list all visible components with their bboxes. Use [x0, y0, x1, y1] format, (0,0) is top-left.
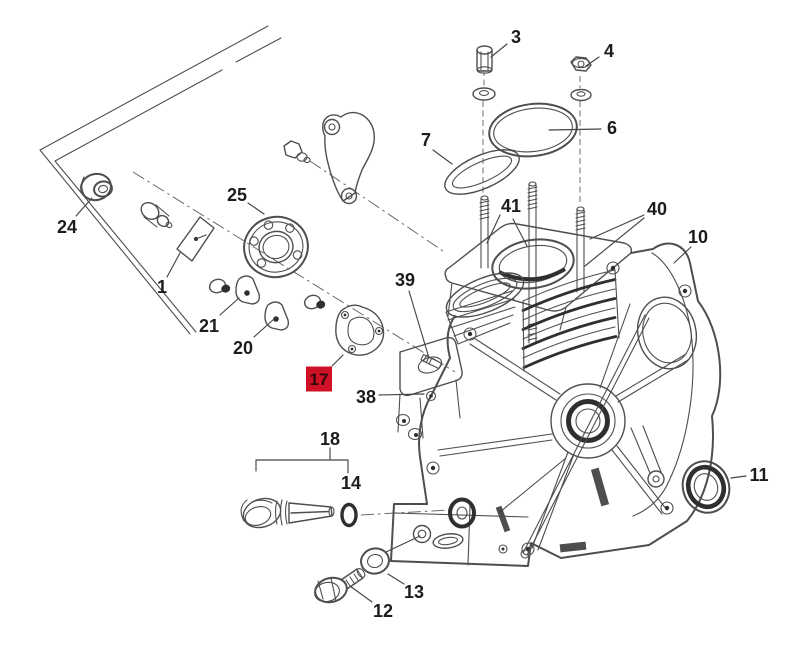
callout-39[interactable]: 39 — [395, 270, 430, 359]
bolt-bosses — [426, 261, 692, 556]
callout-label: 1 — [157, 277, 167, 297]
callout-label: 7 — [421, 130, 431, 150]
callout-label: 17 — [310, 370, 329, 389]
part-dipstick-18 — [240, 497, 335, 529]
callout-label: 20 — [233, 338, 253, 358]
part-plate-1 — [176, 216, 215, 262]
part-oring-6 — [488, 102, 578, 158]
callout-41[interactable]: 41 — [486, 196, 528, 247]
callout-leader — [378, 393, 425, 396]
part-clamp-21 — [235, 275, 261, 305]
callout-leader — [585, 56, 600, 67]
callout-24[interactable]: 24 — [57, 197, 93, 237]
callout-label: 25 — [227, 185, 247, 205]
callout-leader — [589, 214, 645, 240]
part-bolt-38 — [425, 390, 437, 402]
part-gasket-7 — [444, 149, 520, 195]
part-gasket-17 — [335, 304, 385, 356]
callout-leader — [166, 252, 181, 278]
callout-18[interactable]: 18 — [255, 429, 349, 474]
part-intake-flange — [445, 272, 525, 345]
callout-12[interactable]: 12 — [349, 585, 393, 621]
callout-17[interactable]: 17 — [306, 354, 344, 392]
callout-label: 3 — [511, 27, 521, 47]
highlight-box — [306, 366, 332, 392]
callout-leader — [432, 149, 453, 165]
callout-6[interactable]: 6 — [548, 118, 617, 138]
part-bracket-cluster — [395, 336, 463, 441]
callout-label: 18 — [320, 429, 340, 449]
callout-label: 14 — [341, 473, 361, 493]
callout-leader — [331, 354, 344, 367]
callout-label: 12 — [373, 601, 393, 621]
phantom-lines — [39, 25, 282, 335]
callout-label: 4 — [604, 41, 614, 61]
callout-label: 6 — [607, 118, 617, 138]
callout-40[interactable]: 40 — [584, 199, 667, 267]
callout-leader — [584, 217, 645, 267]
part-nut-4 — [570, 56, 592, 204]
callout-10[interactable]: 10 — [673, 227, 708, 264]
part-studs — [479, 181, 586, 344]
callout-label: 21 — [199, 316, 219, 336]
callout-leader — [486, 214, 501, 244]
callout-14[interactable]: 14 — [341, 473, 361, 493]
part-cap-nut-3 — [472, 45, 496, 195]
part-bolt-a — [208, 278, 231, 294]
callout-20[interactable]: 20 — [233, 318, 275, 358]
part-cylinder-top — [444, 222, 633, 331]
callout-label: 41 — [501, 196, 521, 216]
part-cover-bolt — [283, 140, 311, 164]
callout-7[interactable]: 7 — [421, 130, 453, 165]
callout-label: 38 — [356, 387, 376, 407]
callout-leader — [219, 297, 240, 316]
part-seal-11 — [681, 460, 731, 514]
part-breather-cover — [322, 111, 376, 205]
part-cooling-fins — [521, 269, 620, 372]
callout-leader — [75, 197, 93, 217]
part-fitting-bolt — [140, 201, 173, 229]
part-bolt-b — [303, 294, 326, 310]
callout-25[interactable]: 25 — [227, 185, 265, 215]
callout-leader — [490, 43, 508, 58]
callout-leader — [548, 128, 602, 131]
callout-layer: 3 4 6 7 24 25 1 21 20 17 38 39 41 40 10 11 18 14 13 12 — [57, 27, 769, 621]
callout-3[interactable]: 3 — [490, 27, 521, 58]
washer-axis-line — [385, 535, 421, 553]
callout-leader — [673, 246, 692, 264]
part-bushing-24 — [80, 172, 113, 202]
part-bearing-25 — [243, 215, 309, 279]
part-clamp-20 — [264, 301, 290, 331]
part-crankcase-10 — [390, 242, 722, 567]
centerlines — [132, 160, 456, 516]
callout-11[interactable]: 11 — [730, 465, 769, 485]
callout-leader — [247, 202, 265, 215]
callout-21[interactable]: 21 — [199, 297, 240, 336]
part-washer-13 — [360, 547, 390, 575]
callout-label: 13 — [404, 582, 424, 602]
callout-leader — [349, 585, 373, 603]
callout-leader — [253, 318, 275, 338]
callout-38[interactable]: 38 — [356, 387, 425, 407]
callout-leader — [408, 290, 430, 359]
callout-label: 10 — [688, 227, 708, 247]
callout-leader — [387, 573, 405, 585]
callout-label: 24 — [57, 217, 77, 237]
callout-label: 39 — [395, 270, 415, 290]
callout-13[interactable]: 13 — [387, 573, 424, 602]
callout-leader — [730, 475, 747, 479]
part-oring-14 — [340, 502, 358, 528]
callout-leader — [512, 218, 528, 247]
callout-label: 40 — [647, 199, 667, 219]
callout-4[interactable]: 4 — [585, 41, 614, 67]
callout-1[interactable]: 1 — [157, 252, 181, 297]
part-drain-plug-12 — [314, 568, 366, 604]
callout-label: 11 — [749, 465, 768, 485]
